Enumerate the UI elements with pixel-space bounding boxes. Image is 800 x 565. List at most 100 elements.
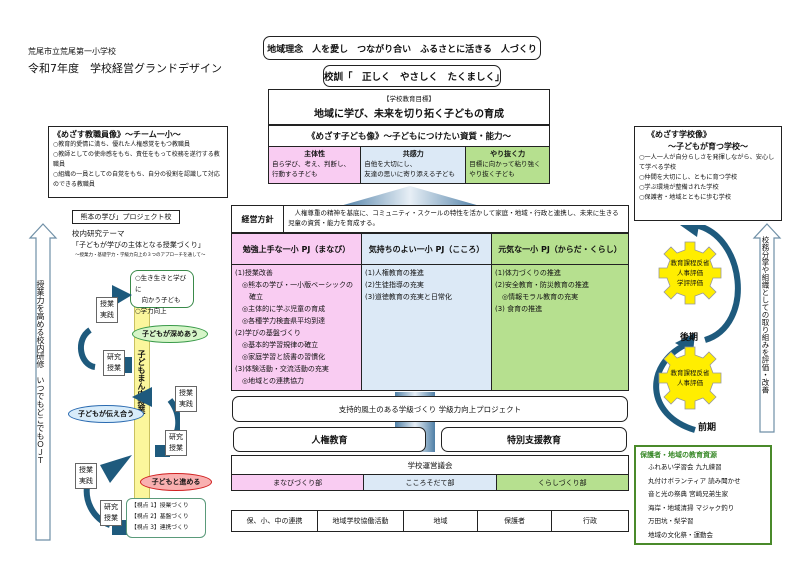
quality-line: 友達の思いに寄り添える子ども [364, 170, 456, 178]
resource-item: 万田坑・梨学習 [648, 517, 694, 525]
training-up-arrow [28, 223, 58, 541]
project-manabi-title: 勉強上手な一小 PJ（まなび） [232, 234, 362, 264]
child-center-label: 子どもまん中授業 [137, 350, 146, 414]
school-image-item: ○一人一人が自分らしさを発揮しながら、安心して学べる学校 [639, 154, 775, 171]
convey-ellipse: 子どもが伝え合う [68, 405, 144, 423]
partners-row: 保、小、中の連携 地域学校協働活動 地域 保護者 行政 [231, 510, 629, 532]
practice-box: 授業実践 [175, 386, 197, 412]
child-image-qualities: 主体性 自ら学び、考え、判断し、 行動する子ども 共感力 自他を大切にし、 友達… [268, 146, 550, 184]
project-item: 確立 [235, 293, 263, 301]
early-term-gear-text: 教育課程反省 人事評価 [655, 368, 725, 388]
quality-heading: 主体性 [304, 150, 326, 158]
department-kokoro: こころそだて部 [364, 475, 497, 490]
quality-heading: やり抜く力 [490, 150, 526, 158]
project-item: ◎基本的学習規律の確立 [235, 341, 319, 349]
with-child-ellipse: 子どもと進める [140, 473, 212, 491]
school-council-title: 学校運営議会 [231, 455, 629, 475]
department-manabi: まなびづくり部 [232, 475, 365, 490]
project-bodies: (1)授業改善 ◎熊本の学び・一小版ベーシックの 確立 ◎主体的に学ぶ児童の育成… [231, 265, 629, 391]
human-rights-education: 人権教育 [233, 427, 426, 452]
management-policy: 経営方針 人権尊重の精神を基底に、コミュニティ・スクールの特性を活かして家庭・地… [231, 205, 629, 233]
school-image: 《めざす学校像》 ～子どもが育つ学校～ ○一人一人が自分らしさを発揮しながら、安… [634, 126, 782, 221]
early-term-gear-icon [658, 346, 722, 410]
late-term-gear-text: 教育課程反省 人事評価 学評評価 [655, 258, 725, 288]
partner-item: 地域 [404, 511, 478, 531]
research-theme-label: 校内研究テーマ [72, 229, 125, 238]
goal-text: 地域に学び、未来を切り拓く子どもの育成 [314, 108, 504, 120]
department-kurashi: くらしづくり部 [496, 475, 628, 490]
study-lesson-label: 研究授業 [169, 433, 183, 452]
gear-line: 学評評価 [677, 279, 703, 287]
deepen-ellipse: 子どもが深めあう [132, 325, 208, 343]
practice-box: 授業実践 [96, 297, 118, 323]
project-item: (3)体験活動・交流活動の充実 [235, 365, 329, 373]
late-term-gear-icon [658, 241, 722, 305]
practice-box: 授業実践 [75, 463, 97, 489]
school-image-subtitle: ～子どもが育つ学校～ [668, 142, 748, 151]
partner-item: 保護者 [478, 511, 552, 531]
goal-label: 【学校教育目標】 [383, 95, 435, 103]
gear-line: 教育課程反省 [670, 369, 710, 377]
project-school-label: 熊本の学び」プロジェクト校 [72, 210, 180, 224]
project-item: (3) 食育の推進 [495, 305, 543, 313]
teacher-image-item: ○教育的愛情に満ち、優れた人権感覚をもつ教職員 [53, 141, 190, 148]
project-kokoro-title: 気持ちのよい一小 PJ（こころ） [362, 234, 492, 264]
study-lesson-label: 研究授業 [107, 353, 121, 372]
project-item: (1)授業改善 [235, 269, 273, 277]
project-item: ◎各種学力検査県平均到達 [235, 317, 326, 325]
teacher-image-item: ○教師としての使命感をもち、責任をもって校務を遂行する教職員 [53, 151, 220, 168]
gear-line: 教育課程反省 [670, 259, 710, 267]
teacher-image-title: 《めざす教職員像》～チーム一小～ [53, 130, 181, 139]
up-arrow-head [340, 186, 480, 206]
project-item: (1)体力づくりの推進 [495, 269, 561, 277]
school-image-title: 《めざす学校像》 [647, 130, 711, 139]
partner-item: 保、小、中の連携 [232, 511, 318, 531]
quality-line: 行動する子ども [272, 170, 318, 178]
project-item: (1)人権教育の推進 [365, 269, 424, 277]
partner-item: 地域学校協働活動 [318, 511, 404, 531]
project-karada-items: (1)体力づくりの推進 (2)安全教育・防災教育の推進 ◎情報モラル教育の充実 … [492, 265, 628, 390]
early-term-label: 前期 [698, 423, 717, 433]
school-image-item: ○保護者・地域とともに歩む学校 [639, 194, 732, 201]
viewpoint-item: 【視点 2】基盤づくり [131, 514, 189, 520]
gear-line: 人事評価 [677, 379, 703, 387]
project-item: ◎家庭学習と読書の習慣化 [235, 353, 326, 361]
project-item: (2)生徒指導の充実 [365, 281, 424, 289]
practice-label: 授業実践 [79, 466, 93, 485]
quality-perseverance: やり抜く力 目標に向かって粘り強く やり抜く子ども [466, 147, 549, 183]
resource-item: 丸付けボランティア 読み聞かせ [648, 476, 741, 485]
research-theme: 「子どもが学びの主体となる授業づくり」 [72, 241, 205, 249]
project-kokoro-items: (1)人権教育の推進 (2)生徒指導の充実 (3)道徳教育の充実と日常化 [362, 265, 492, 390]
project-item: ◎情報モラル教育の充実 [495, 293, 579, 301]
teacher-image-item: ○組織の一員としての自覚をもち、自分の役割を認識して対応のできる教職員 [53, 171, 220, 188]
school-name: 荒尾市立荒尾第一小学校 [28, 47, 116, 56]
study-lesson-label: 研究授業 [104, 503, 118, 522]
school-image-item: ○学ぶ環境が整備された学校 [639, 184, 719, 191]
project-item: ◎熊本の学び・一小版ベーシックの [235, 281, 353, 289]
viewpoints-box: 【視点 1】授業づくり 【視点 2】基盤づくり 【視点 3】連携づくり [126, 498, 206, 538]
evaluation-arrow-text: 校務分掌や組織としての取り組みを評価・改善 [761, 236, 770, 394]
resources-title: 保護者・地域の教育資源 [640, 451, 717, 459]
project-item: (2)安全教育・防災教育の推進 [495, 281, 589, 289]
study-lesson-box: 研究授業 [103, 350, 125, 376]
late-term-label: 後期 [680, 333, 699, 343]
policy-text: 人権尊重の精神を基底に、コミュニティ・スクールの特性を活かして家庭・地域・行政と… [288, 209, 619, 227]
viewpoint-item: 【視点 1】授業づくり [131, 503, 189, 509]
study-lesson-box: 研究授業 [100, 500, 122, 526]
project-item: ◎地域との連携協力 [235, 377, 305, 385]
quality-line: 目標に向かって粘り強く [469, 160, 541, 168]
evaluation-up-arrow [752, 223, 782, 433]
practice-label: 授業実践 [179, 389, 193, 408]
school-image-item: ○仲間を大切にし、ともに育つ学校 [639, 174, 738, 181]
school-goal: 【学校教育目標】 地域に学び、未来を切り拓く子どもの育成 [268, 89, 550, 125]
resource-item: 地域の文化祭・運動会 [648, 530, 713, 539]
training-arrow-text: 授業力を高める校内研修 いつでもどこでもＯＪＴ [36, 280, 45, 464]
community-resources: 保護者・地域の教育資源 ふれあい学習会 九九練習 丸付けボランティア 読み聞かせ… [634, 445, 772, 545]
research-goal-line: 向かう子ども [135, 296, 181, 304]
policy-label: 経営方針 [232, 206, 284, 232]
quality-line: 自他を大切にし、 [364, 160, 417, 168]
viewpoint-item: 【視点 3】連携づくり [131, 525, 189, 531]
research-goal-line: ○生き生きと学びに [135, 274, 187, 293]
regional-philosophy: 地域理念 人を愛し つながり合い ふるさとに活きる 人づくり [263, 36, 541, 60]
quality-empathy: 共感力 自他を大切にし、 友達の思いに寄り添える子ども [361, 147, 467, 183]
